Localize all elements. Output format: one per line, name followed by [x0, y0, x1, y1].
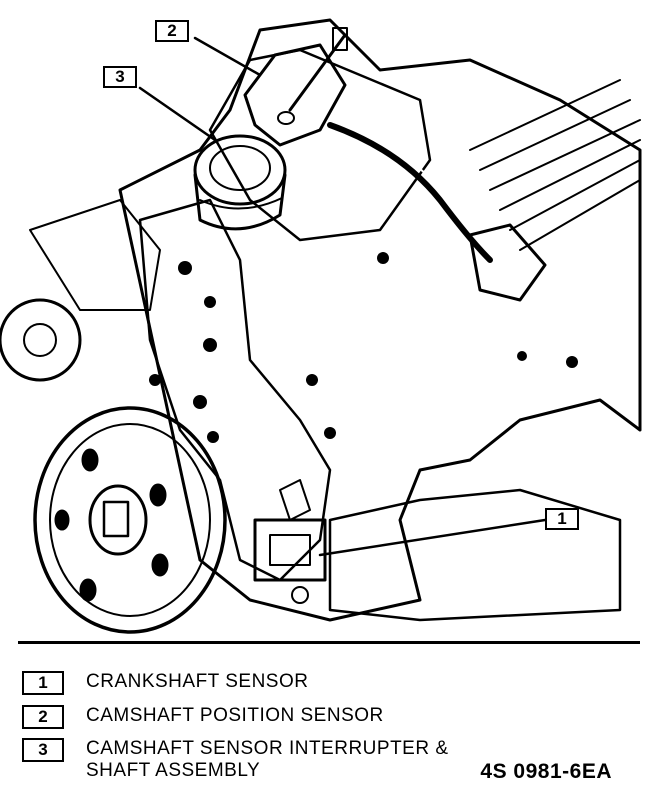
- camshaft-position-sensor: [243, 27, 348, 147]
- engine-illustration: [0, 18, 642, 634]
- figure-code: 4S 0981-6EA: [480, 760, 612, 783]
- oil-pan: [328, 488, 622, 622]
- legend-item-3: 3 CAMSHAFT SENSOR INTERRUPTER & SHAFT AS…: [22, 738, 449, 782]
- legend-item-1: 1 CRANKSHAFT SENSOR: [22, 671, 309, 698]
- crankshaft-sensor: [253, 479, 327, 604]
- timing-cover: [138, 198, 332, 582]
- callout-3: 3: [103, 66, 141, 92]
- legend-label: CAMSHAFT POSITION SENSOR: [86, 705, 384, 726]
- intake-manifold: [208, 48, 432, 242]
- harness-connector: [468, 223, 547, 302]
- harmonic-balancer: [33, 406, 227, 634]
- legend-number: 3: [22, 738, 67, 765]
- legend-label: CRANKSHAFT SENSOR: [86, 671, 309, 692]
- interrupter-assembly: [193, 134, 287, 231]
- leader-line-3: [138, 86, 217, 142]
- callout-2: 2: [155, 20, 193, 46]
- accessory-pulley: [0, 298, 82, 382]
- legend-number: 1: [22, 671, 67, 698]
- sensor-harness: [327, 122, 493, 263]
- legend-label: CAMSHAFT SENSOR INTERRUPTER & SHAFT ASSE…: [86, 738, 449, 781]
- engine-block-outline: [118, 18, 642, 622]
- legend-divider: [18, 641, 640, 644]
- legend-item-2: 2 CAMSHAFT POSITION SENSOR: [22, 705, 384, 732]
- cover-bolts: [149, 252, 578, 443]
- valve-cover-ribs: [469, 79, 641, 251]
- legend-number: 2: [22, 705, 67, 732]
- leader-line-1: [318, 518, 547, 557]
- callout-1: 1: [545, 508, 583, 534]
- leader-line-2: [193, 36, 262, 77]
